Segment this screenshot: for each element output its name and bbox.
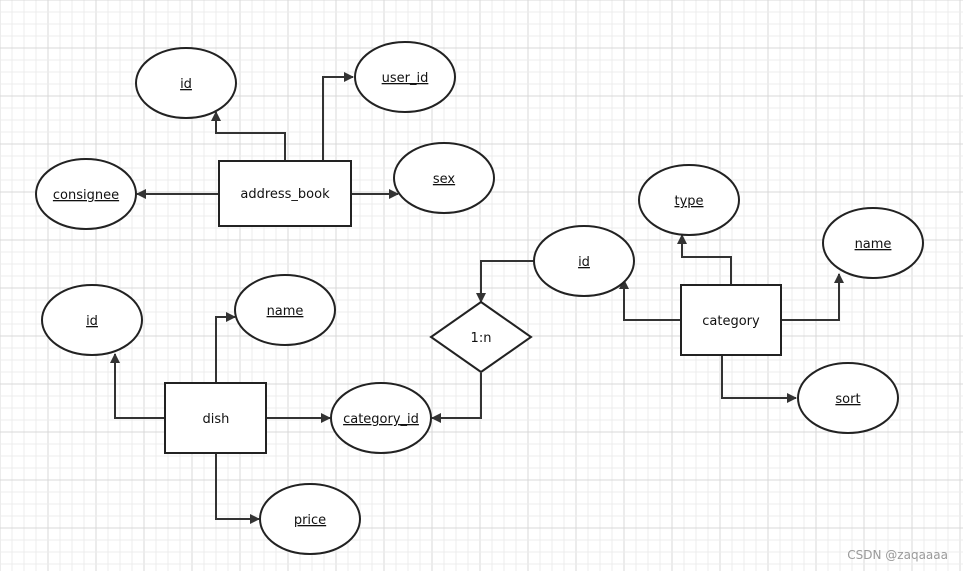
attribute-address-book-id-label: id	[180, 77, 192, 92]
edge-dish-to-price	[215, 453, 260, 524]
edge-address-book-to-user-id	[322, 72, 354, 160]
entity-dish[interactable]: dish	[164, 382, 267, 454]
attribute-address-book-sex-label: sex	[433, 172, 456, 187]
attribute-address-book-id[interactable]: id	[135, 47, 237, 119]
attribute-category-id[interactable]: id	[533, 225, 635, 297]
attribute-address-book-user-id[interactable]: user_id	[354, 41, 456, 113]
relationship-diamond[interactable]: 1:n	[429, 300, 533, 374]
watermark-text: CSDN @zaqaaaa	[847, 548, 948, 562]
entity-address-book[interactable]: address_book	[218, 160, 352, 227]
edge-dish-to-name	[215, 312, 236, 383]
attribute-address-book-sex[interactable]: sex	[393, 142, 495, 214]
attribute-dish-category-id[interactable]: category_id	[330, 382, 432, 454]
attribute-dish-id[interactable]: id	[41, 284, 143, 356]
attribute-dish-category-id-label: category_id	[343, 412, 419, 427]
relationship-label: 1:n	[471, 331, 492, 346]
attribute-category-name-label: name	[855, 237, 892, 252]
edge-category-to-sort	[721, 355, 797, 403]
entity-category-label: category	[702, 314, 760, 329]
edge-category-to-id	[619, 279, 681, 321]
attribute-category-sort[interactable]: sort	[797, 362, 899, 434]
attribute-category-type-label: type	[674, 194, 703, 209]
entity-dish-label: dish	[203, 412, 230, 427]
attribute-category-name[interactable]: name	[822, 207, 924, 279]
edge-category-to-type	[677, 234, 732, 285]
attribute-address-book-consignee-label: consignee	[53, 188, 119, 203]
attribute-category-sort-label: sort	[835, 392, 860, 407]
attribute-category-id-label: id	[578, 255, 590, 270]
entity-category[interactable]: category	[680, 284, 782, 356]
entity-address-book-label: address_book	[240, 187, 330, 202]
connectors	[110, 72, 844, 524]
attribute-dish-id-label: id	[86, 314, 98, 329]
edge-address-book-to-id	[211, 111, 286, 160]
edge-relationship-to-category-id	[431, 373, 482, 423]
attribute-dish-name-label: name	[267, 304, 304, 319]
attribute-address-book-user-id-label: user_id	[382, 71, 429, 86]
attribute-dish-name[interactable]: name	[234, 274, 336, 346]
edge-cat-id-to-relationship	[476, 260, 534, 303]
attribute-category-type[interactable]: type	[638, 164, 740, 236]
attribute-address-book-consignee[interactable]: consignee	[35, 158, 137, 230]
edge-dish-to-id	[110, 353, 165, 419]
edge-category-to-name	[781, 273, 844, 321]
attribute-dish-price-label: price	[294, 513, 326, 528]
attribute-dish-price[interactable]: price	[259, 483, 361, 555]
